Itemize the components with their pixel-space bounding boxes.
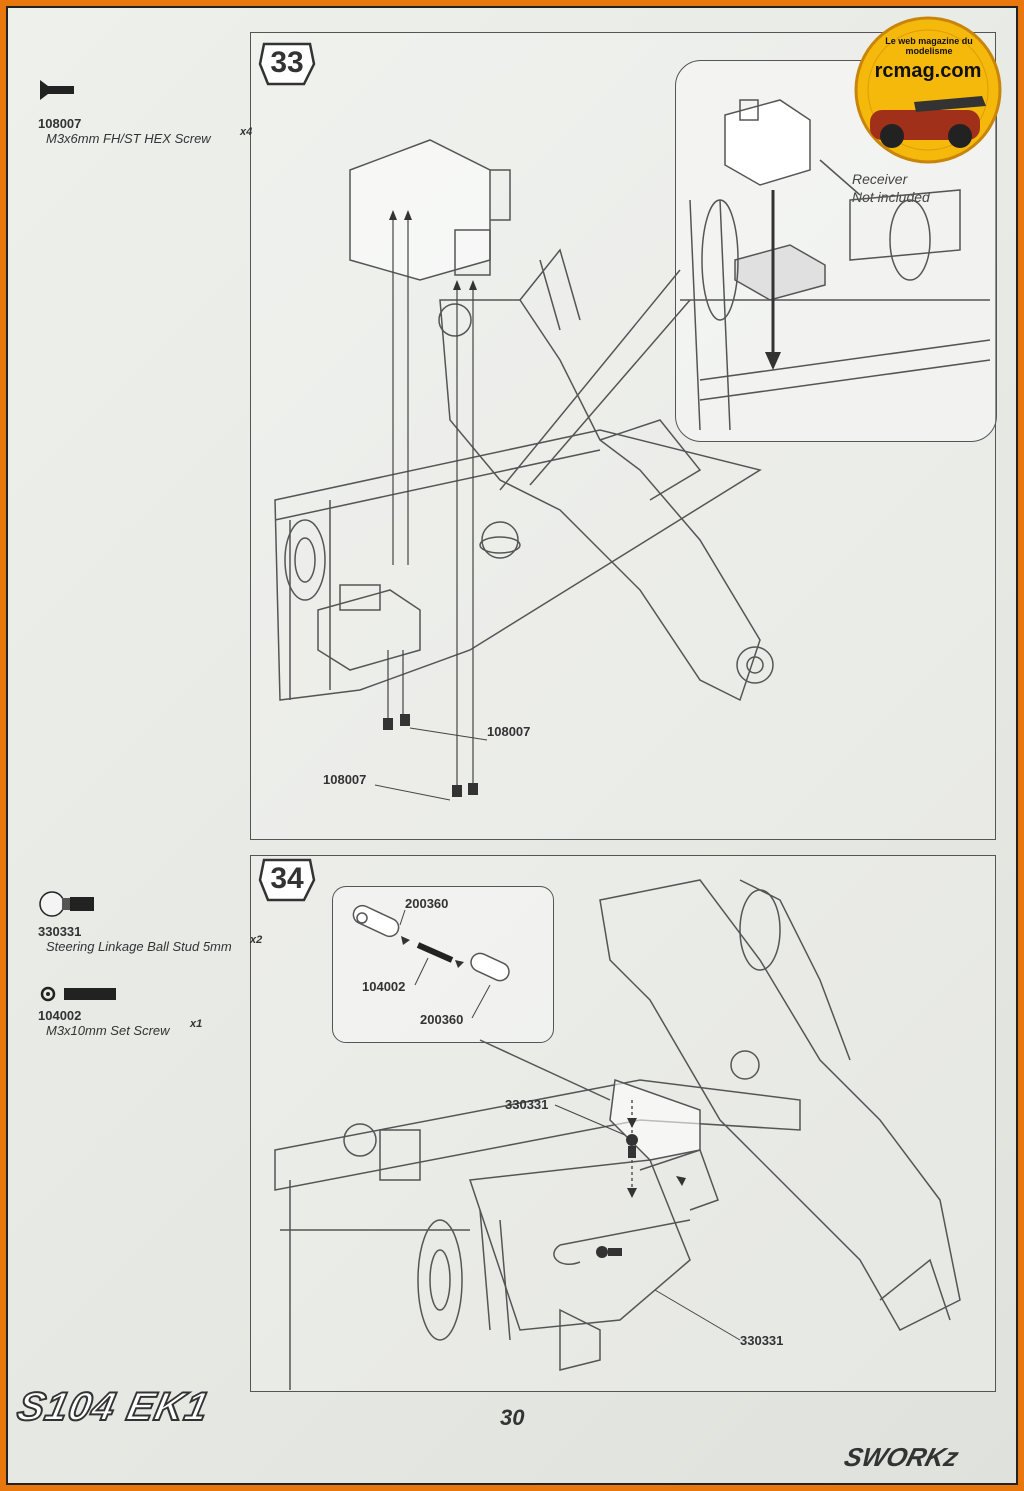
part-description: M3x10mm Set Screw [46,1023,170,1038]
set-screw-icon [40,986,116,1002]
step-33-number: 33 [270,46,304,79]
part-code: 108007 [38,116,82,131]
callout-330331-lower: 330331 [740,1333,784,1348]
flat-head-screw-icon [40,80,74,100]
callout-108007-upper: 108007 [487,724,531,739]
callout-108007-lower: 108007 [323,772,367,787]
part-quantity: x4 [240,126,253,138]
callout-330331-upper: 330331 [505,1097,549,1112]
part-code: 330331 [38,924,82,939]
watermark-tagline: Le web magazine du modelisme [885,36,973,56]
step-34-number: 34 [270,862,304,895]
step-33-badge [258,42,316,86]
manual-page [8,8,1016,1483]
part-description: Steering Linkage Ball Stud 5mm [46,939,232,954]
part-quantity: x2 [250,934,263,946]
part-104002-entry: 104002 M3x10mm Set Screw x1 [38,1008,268,1038]
part-quantity: x1 [190,1018,203,1030]
page-number: 30 [500,1405,525,1430]
model-logo: S104 EK1 [12,1384,214,1430]
ball-stud-icon [39,891,94,917]
part-description: M3x6mm FH/ST HEX Screw [46,131,211,146]
brand-logo: SWORKz [841,1442,962,1472]
watermark-site: rcmag.com [874,60,982,82]
step-34-badge [258,858,316,902]
part-code: 104002 [38,1008,82,1023]
part-330331-entry: 330331 Steering Linkage Ball Stud 5mm x2 [38,924,268,954]
callout-200360-bottom: 200360 [420,1012,464,1027]
receiver-note-line1: Receiver [852,171,908,187]
rcmag-badge-icon [854,16,1002,164]
callout-104002: 104002 [362,979,406,994]
part-108007-entry: 108007 M3x6mm FH/ST HEX Screw x4 [38,116,252,146]
callout-200360-top: 200360 [405,896,449,911]
